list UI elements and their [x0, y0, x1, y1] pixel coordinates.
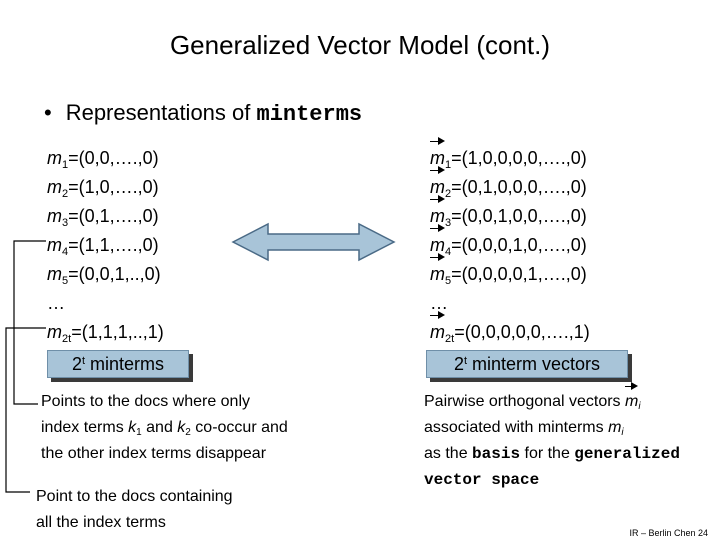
minterm-vector-row: m5=(0,0,0,0,1,….,0): [430, 253, 590, 289]
bullet-text: Representations of: [65, 100, 251, 125]
minterm-vector-row: m1=(1,0,0,0,0,….,0): [430, 137, 590, 173]
minterm-vector-row: m2t=(0,0,0,0,0,….,1): [430, 311, 590, 347]
minterm-vector-row: m4=(0,0,0,1,0,….,0): [430, 224, 590, 260]
minterm-row: m4=(1,1,….,0): [47, 235, 159, 258]
note-line: Pairwise orthogonal vectors mi: [424, 382, 680, 415]
note-line: associated with minterms mi: [424, 419, 624, 438]
bullet-heading: • Representations of minterms: [44, 100, 362, 127]
minterm-row: …: [47, 293, 65, 313]
bracket-to-minterm-2t: [5, 327, 46, 493]
minterm-row: m2t=(1,1,1,..,1): [47, 322, 164, 345]
minterm-vector-row: m3=(0,0,1,0,0,….,0): [430, 195, 590, 231]
note-line: vector space: [424, 471, 540, 489]
box-text: minterms: [85, 354, 165, 374]
bullet-term: minterms: [256, 102, 363, 127]
minterm-row: m1=(0,0,….,0): [47, 148, 159, 171]
note-line: all the index terms: [36, 514, 166, 531]
minterm-row: m3=(0,1,….,0): [47, 206, 159, 229]
note-line: the other index terms disappear: [41, 445, 267, 462]
box-sup: t: [463, 355, 468, 367]
minterm-vectors-count-box: 2t minterm vectors: [426, 350, 628, 378]
note-co-occur: Points to the docs where only index term…: [41, 389, 288, 467]
box-text: minterm vectors: [467, 354, 601, 374]
note-all-terms: Point to the docs containing all the ind…: [36, 484, 233, 536]
note-line: Points to the docs where only: [41, 393, 251, 410]
note-line: index terms k1 and k2 co-occur and: [41, 419, 288, 438]
note-line: Point to the docs containing: [36, 488, 233, 505]
bracket-to-minterm-4: [13, 240, 46, 405]
left-minterm-list: m1=(0,0,….,0) m2=(1,0,….,0) m3=(0,1,….,0) m…: [47, 144, 164, 347]
box-base: 2: [453, 354, 464, 374]
right-minterm-vector-list: m1=(1,0,0,0,0,….,0)m2=(0,1,0,0,0,….,0)m3…: [430, 137, 590, 347]
bullet-marker: •: [44, 100, 52, 125]
minterm-row: m5=(0,0,1,..,0): [47, 264, 161, 287]
minterm-row: m2=(1,0,….,0): [47, 177, 159, 200]
note-line: as the basis for the generalized: [424, 445, 680, 463]
note-orthogonal: Pairwise orthogonal vectors mi associate…: [424, 382, 680, 493]
double-arrow-shape: [231, 222, 396, 262]
box-sup: t: [81, 355, 86, 367]
box-base: 2: [71, 354, 82, 374]
slide-title: Generalized Vector Model (cont.): [169, 30, 551, 60]
minterm-vector-row: m2=(0,1,0,0,0,….,0): [430, 166, 590, 202]
slide-footer: IR – Berlin Chen 24: [629, 528, 708, 538]
minterms-count-box: 2t minterms: [47, 350, 189, 378]
minterm-vector-row: …: [430, 293, 448, 313]
